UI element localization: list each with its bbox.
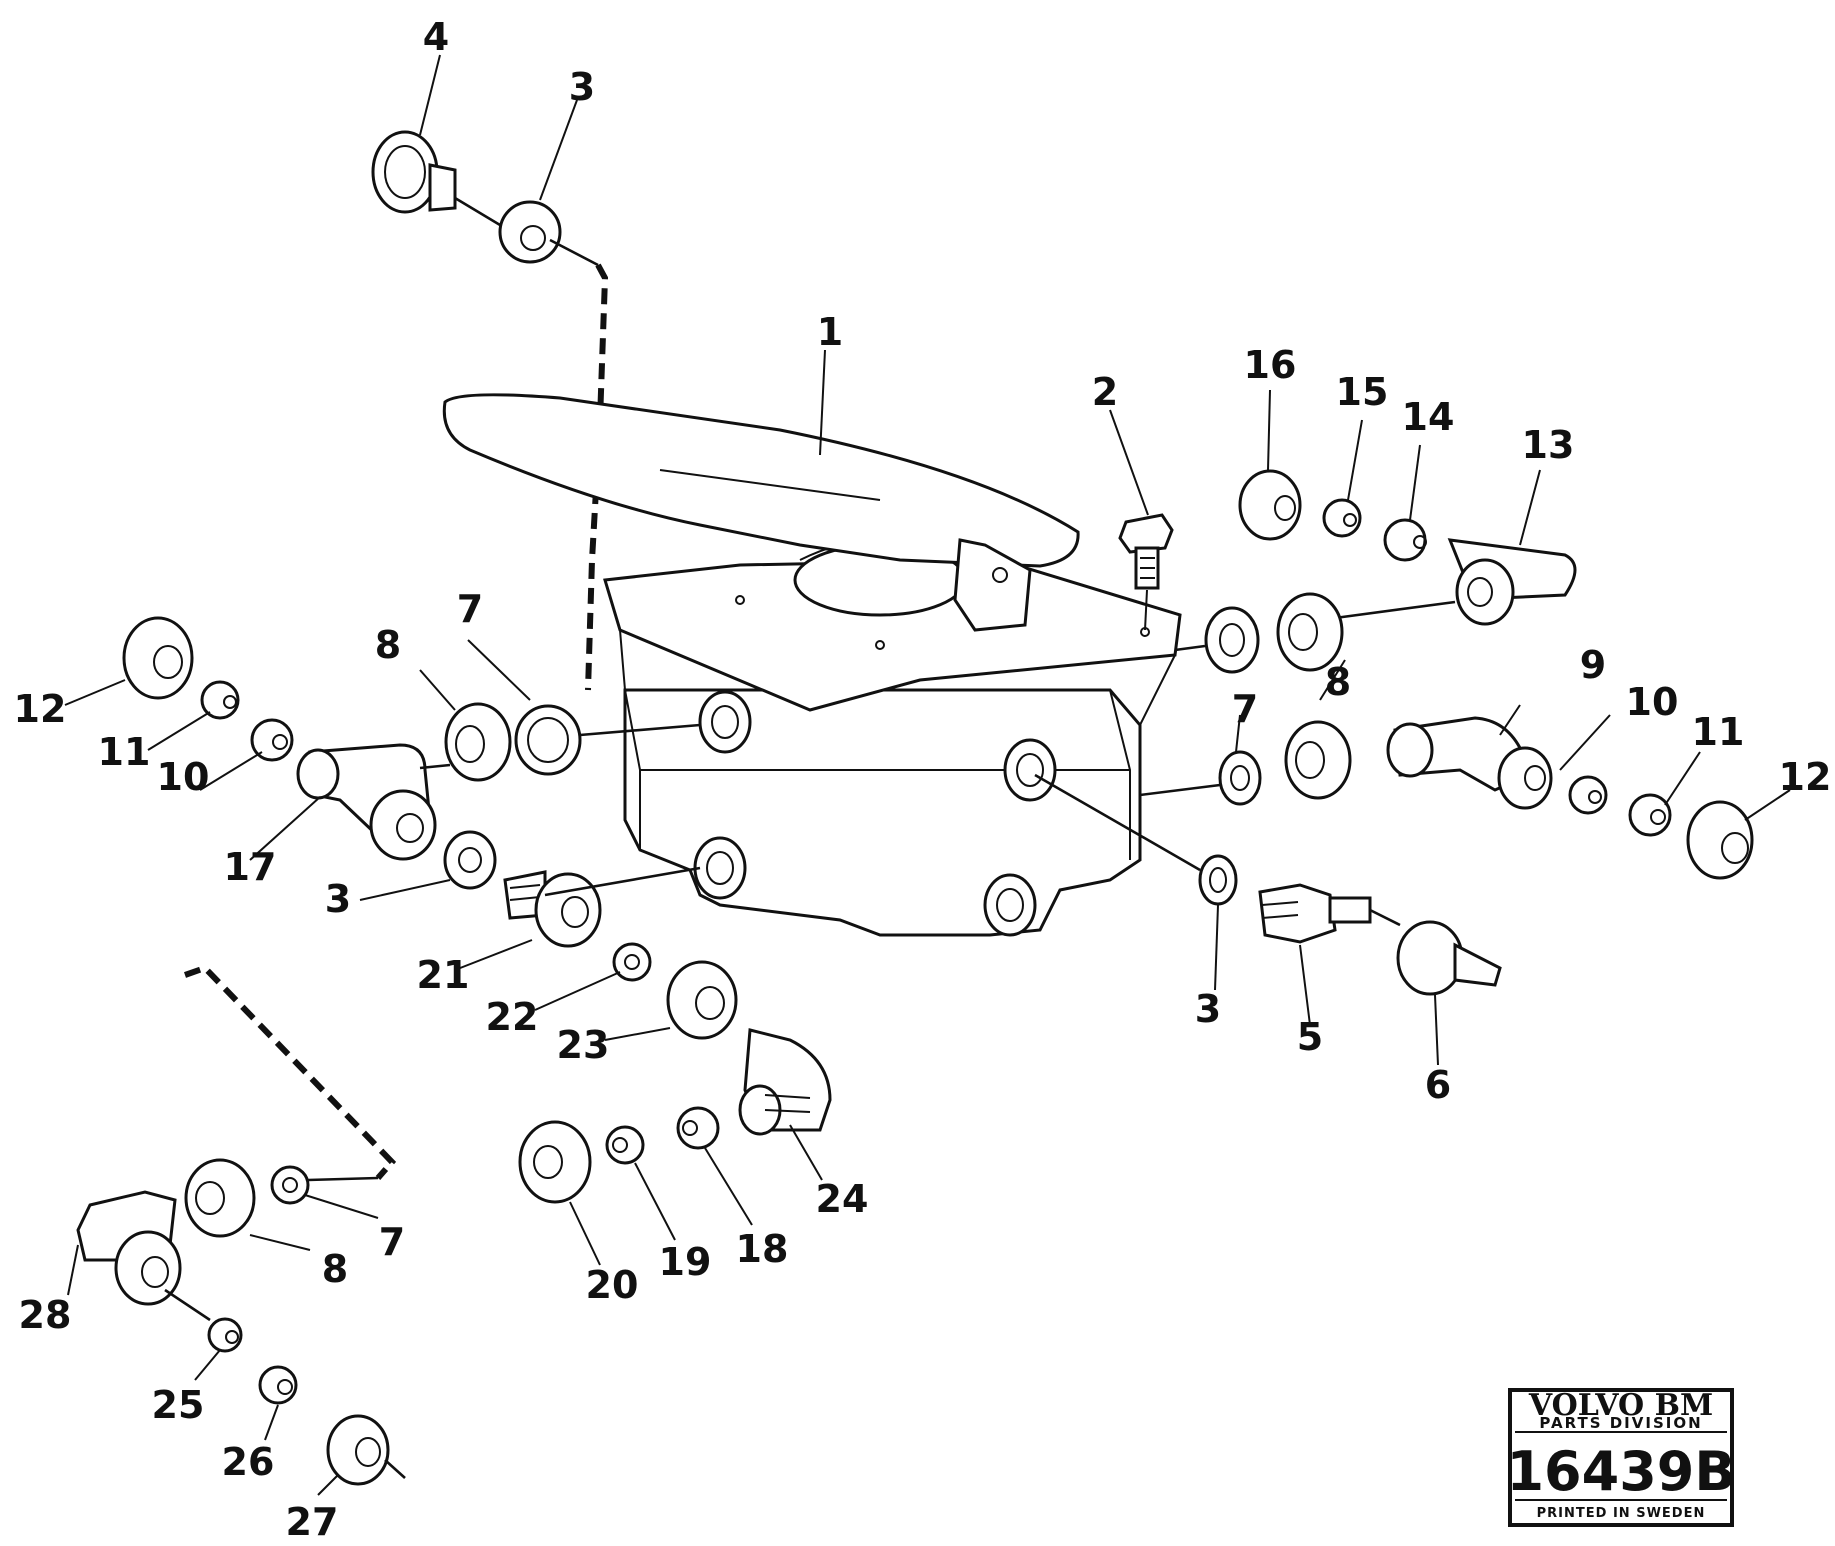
fitting-chain-upper-right bbox=[1238, 469, 1577, 626]
stamp-division: PARTS DIVISION bbox=[1539, 1414, 1702, 1432]
parts-division-stamp: VOLVO BM PARTS DIVISION 16439B PRINTED I… bbox=[1506, 1388, 1736, 1527]
pedal-lever bbox=[442, 393, 1080, 632]
fitting-chain-lower-left bbox=[443, 830, 832, 1204]
callout-24: 24 bbox=[816, 1177, 869, 1221]
callout-9: 9 bbox=[1580, 643, 1606, 687]
callout-17: 17 bbox=[224, 845, 277, 889]
callout-6: 6 bbox=[1425, 1063, 1451, 1107]
stamp-printed: PRINTED IN SWEDEN bbox=[1537, 1506, 1706, 1521]
callout-14: 14 bbox=[1402, 395, 1455, 439]
callout-labels: 1 2 3 3 3 4 5 6 7 7 7 8 8 8 9 10 10 11 1… bbox=[14, 15, 1832, 1544]
callout-3: 3 bbox=[569, 65, 595, 109]
callout-21: 21 bbox=[417, 953, 470, 997]
dashed-connection-lower bbox=[184, 964, 397, 1180]
callout-23: 23 bbox=[557, 1023, 610, 1067]
pressure-switch bbox=[1034, 773, 1502, 996]
callout-20: 20 bbox=[586, 1263, 639, 1307]
callout-3: 3 bbox=[1195, 987, 1221, 1031]
plug-and-washer-top bbox=[371, 130, 599, 267]
callout-15: 15 bbox=[1336, 370, 1389, 414]
callout-1: 1 bbox=[817, 310, 843, 354]
callout-8: 8 bbox=[375, 623, 401, 667]
callout-5: 5 bbox=[1297, 1015, 1323, 1059]
callout-12: 12 bbox=[1779, 755, 1832, 799]
fitting-chain-left bbox=[122, 616, 701, 861]
callout-8: 8 bbox=[1325, 660, 1351, 704]
callout-22: 22 bbox=[486, 995, 539, 1039]
leader-lines bbox=[64, 54, 1791, 1496]
bolt bbox=[1118, 513, 1174, 631]
callout-10: 10 bbox=[157, 755, 210, 799]
callout-11: 11 bbox=[1692, 710, 1745, 754]
callout-19: 19 bbox=[659, 1240, 712, 1284]
callout-7: 7 bbox=[1232, 687, 1258, 731]
callout-11: 11 bbox=[98, 730, 151, 774]
callout-26: 26 bbox=[222, 1440, 275, 1484]
fitting-chain-bottom-left bbox=[76, 1158, 406, 1486]
callout-2: 2 bbox=[1092, 370, 1118, 414]
callout-8: 8 bbox=[322, 1247, 348, 1291]
callout-18: 18 bbox=[736, 1227, 789, 1271]
brake-valve-body bbox=[603, 539, 1182, 937]
callout-4: 4 bbox=[423, 15, 449, 59]
callout-7: 7 bbox=[379, 1220, 405, 1264]
callout-7: 7 bbox=[457, 587, 483, 631]
callout-16: 16 bbox=[1244, 343, 1297, 387]
callout-25: 25 bbox=[152, 1383, 205, 1427]
callout-27: 27 bbox=[286, 1500, 339, 1544]
callout-13: 13 bbox=[1522, 423, 1575, 467]
stamp-brand: VOLVO BM bbox=[1528, 1388, 1713, 1423]
callout-28: 28 bbox=[19, 1293, 72, 1337]
callout-10: 10 bbox=[1626, 680, 1679, 724]
nut-and-washer-right-top bbox=[1174, 592, 1344, 674]
callout-3: 3 bbox=[325, 877, 351, 921]
stamp-number: 16439B bbox=[1506, 1440, 1735, 1503]
callout-12: 12 bbox=[14, 687, 67, 731]
elbow-chain-right bbox=[1139, 716, 1754, 880]
